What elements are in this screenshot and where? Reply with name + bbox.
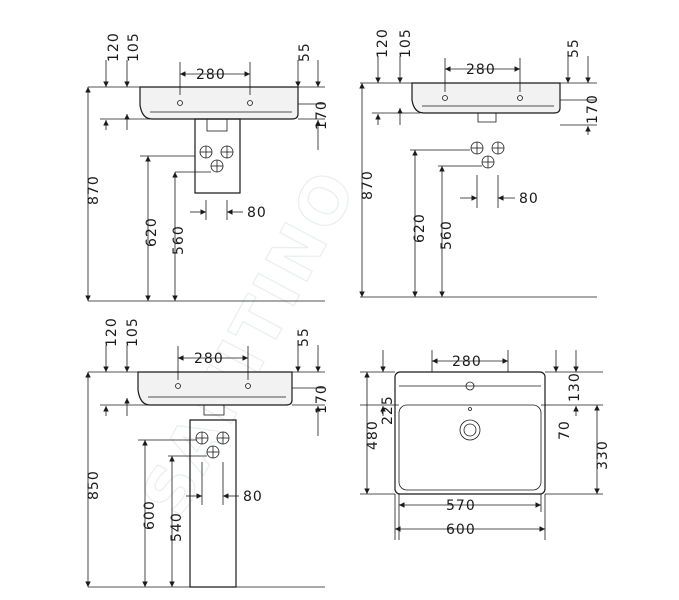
offset-b-label: 105 (126, 32, 142, 62)
plan-right-70-label: 70 (557, 420, 573, 440)
plan-depth-225-label: 225 (380, 395, 396, 425)
width-label: 280 (196, 67, 226, 83)
view-top-right: 870 620 560 80 280 120 105 55 170 (359, 28, 601, 298)
view-top-left: 870 620 560 80 280 120 105 55 170 (85, 32, 330, 302)
height-supply-label: 560 (171, 225, 187, 255)
plan-inner-width-label: 570 (446, 498, 476, 514)
offset-b-label: 105 (125, 317, 141, 347)
right-height-label: 170 (314, 100, 330, 130)
drain-hole (459, 419, 481, 441)
right-offset-label: 55 (297, 42, 313, 62)
right-height-label: 170 (585, 94, 601, 124)
offset-a-label: 120 (375, 28, 391, 58)
plan-width-top-label: 280 (452, 354, 482, 370)
plan-outer-width-label: 600 (446, 522, 476, 538)
offset-a-label: 120 (106, 32, 122, 62)
supply-valves (195, 431, 230, 459)
supply-spacing-label: 80 (519, 191, 539, 207)
supply-valves (470, 141, 505, 169)
height-supply-label: 540 (169, 512, 185, 542)
basin-side (139, 86, 299, 120)
tap-hole (465, 381, 475, 391)
height-supply-label: 560 (439, 220, 455, 250)
height-drain-label: 600 (142, 500, 158, 530)
height-drain-label: 620 (144, 217, 160, 247)
plan-depth-480-label: 480 (365, 420, 381, 450)
width-label: 280 (194, 351, 224, 367)
basin-outline (394, 371, 546, 495)
right-offset-label: 55 (296, 327, 312, 347)
basin-bowl (398, 404, 542, 491)
basin-side (137, 371, 293, 406)
right-offset-label: 55 (566, 38, 582, 58)
height-drain-label: 620 (412, 213, 428, 243)
view-bottom-left: 850 600 540 80 280 120 105 55 170 (85, 317, 330, 588)
offset-b-label: 105 (398, 28, 414, 58)
height-total-label: 870 (86, 175, 102, 205)
supply-spacing-label: 80 (247, 205, 267, 221)
offset-a-label: 120 (104, 317, 120, 347)
supply-valves (199, 145, 234, 173)
view-plan: 280 225 480 130 70 330 570 600 (360, 350, 611, 540)
height-total-label: 850 (86, 470, 102, 500)
basin-side (411, 82, 561, 114)
width-label: 280 (466, 62, 496, 78)
plan-right-330-label: 330 (595, 440, 611, 470)
right-height-label: 170 (314, 384, 330, 414)
pedestal (189, 419, 237, 588)
plan-right-130-label: 130 (567, 372, 583, 402)
supply-spacing-label: 80 (243, 489, 263, 505)
height-total-label: 870 (360, 170, 376, 200)
